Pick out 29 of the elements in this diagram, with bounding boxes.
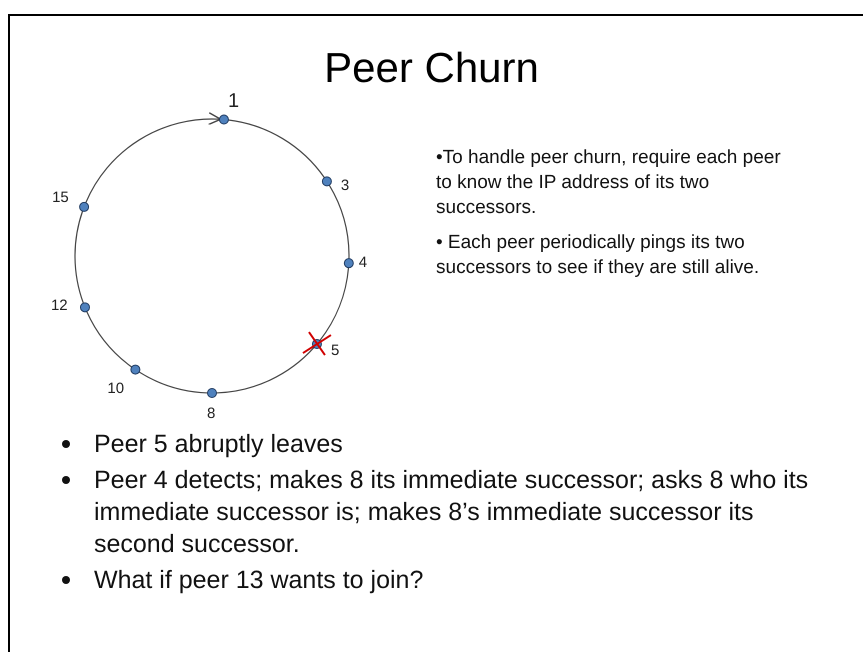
ring-arc — [228, 119, 325, 178]
arrow — [85, 112, 222, 203]
ring-arc — [74, 210, 84, 304]
peer-dot — [344, 258, 354, 268]
note-text: •To handle peer churn, require each peer to know the IP address of its two successors. — [436, 146, 782, 220]
peer-id: 5 — [330, 342, 340, 360]
peer-dot — [130, 364, 140, 375]
ring-arc — [328, 184, 350, 259]
peer-id: 1 — [228, 90, 240, 113]
peer-dot — [322, 176, 332, 186]
peer-dot — [207, 388, 217, 398]
bullet-text: What if peer 13 wants to join? — [94, 566, 424, 594]
ring-arc — [216, 347, 314, 394]
note-text: • Each peer periodically pings its two successors to see if they are still alive. — [436, 231, 760, 280]
peer-id: 15 — [52, 188, 69, 206]
peer-id: 8 — [207, 405, 216, 422]
slide-title: Peer Churn — [323, 44, 540, 92]
peer-id: 12 — [50, 297, 68, 314]
bullet-text: Peer 5 abruptly leaves — [94, 430, 343, 458]
ring-arc — [319, 268, 350, 341]
ring-arc — [138, 372, 208, 394]
bullet-text: Peer 4 detects; makes 8 its immediate successor; asks 8 who its immediate successor is; makes 8’s immediate successor its second successor. — [94, 466, 808, 558]
peer-id: 10 — [107, 380, 124, 397]
peer-id: 3 — [340, 177, 350, 194]
peer-dot — [218, 114, 229, 125]
ring-arc — [86, 311, 132, 368]
peer-dot — [79, 202, 90, 212]
peer-id: 4 — [358, 254, 368, 272]
peer-dot — [80, 302, 90, 312]
